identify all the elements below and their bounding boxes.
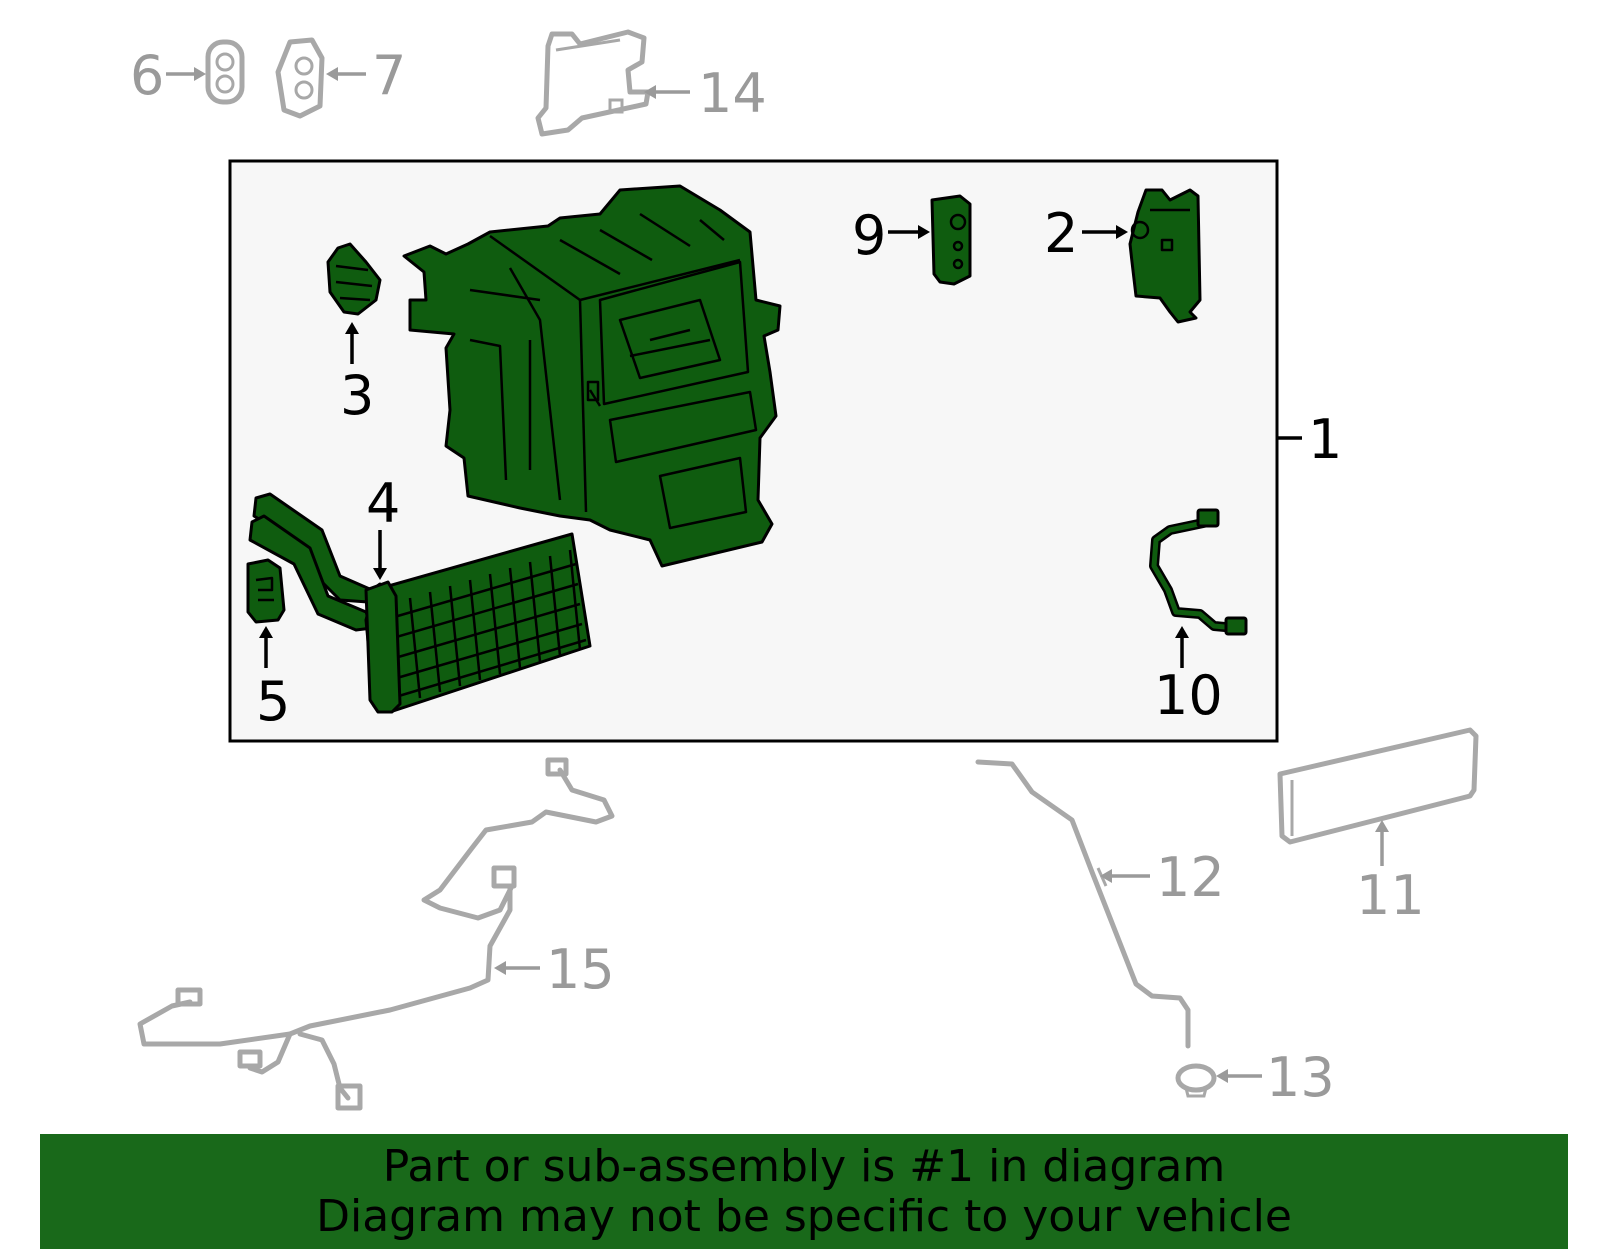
- part-11-cabin-filter[interactable]: [1277, 727, 1479, 845]
- arrowhead-3: [345, 322, 359, 334]
- banner-line-1: Part or sub-assembly is #1 in diagram: [382, 1140, 1226, 1192]
- arrowhead-9: [918, 225, 930, 239]
- callout-2: 2: [1044, 202, 1078, 265]
- arrowhead-12: [1100, 869, 1112, 883]
- part-15-wire-harness[interactable]: [137, 757, 615, 1111]
- callout-10: 10: [1154, 664, 1223, 727]
- arrowhead-15: [494, 961, 506, 975]
- callout-15: 15: [546, 938, 615, 1001]
- arrowhead-10: [1175, 626, 1189, 638]
- part-3-resistor[interactable]: [326, 242, 382, 316]
- arrowhead-4: [373, 568, 387, 580]
- callout-4: 4: [366, 472, 400, 535]
- arrowhead-5: [259, 626, 273, 638]
- banner-line-2: Diagram may not be specific to your vehi…: [316, 1190, 1292, 1242]
- callout-6: 6: [130, 44, 164, 107]
- part-6-grommet[interactable]: [205, 39, 245, 105]
- part-5-clip[interactable]: [246, 558, 286, 624]
- callout-7: 7: [372, 44, 406, 107]
- info-banner: Part or sub-assembly is #1 in diagram Di…: [40, 1134, 1568, 1249]
- part-14-bracket[interactable]: [535, 29, 651, 137]
- part-4-heater-core[interactable]: [248, 492, 592, 714]
- part-10-harness[interactable]: [1149, 508, 1248, 636]
- callout-1: 1: [1308, 408, 1342, 471]
- part-13-grommet[interactable]: [1175, 1063, 1217, 1098]
- part-9-expansion-valve[interactable]: [930, 194, 972, 286]
- part-7-gasket[interactable]: [275, 37, 325, 119]
- callout-13: 13: [1266, 1046, 1335, 1109]
- callout-14: 14: [698, 62, 767, 125]
- callout-9: 9: [852, 204, 886, 267]
- arrowhead-7: [326, 67, 338, 81]
- part-2-actuator[interactable]: [1128, 188, 1202, 324]
- arrowhead-13: [1216, 1069, 1228, 1083]
- arrowhead-11: [1375, 820, 1389, 832]
- part-1-hvac-case[interactable]: [402, 184, 782, 568]
- callout-12: 12: [1156, 846, 1225, 909]
- callout-3: 3: [340, 364, 374, 427]
- callout-5: 5: [256, 670, 290, 733]
- arrowhead-2: [1116, 225, 1128, 239]
- arrowhead-6: [194, 67, 206, 81]
- arrowhead-14: [644, 85, 656, 99]
- callout-11: 11: [1356, 864, 1425, 927]
